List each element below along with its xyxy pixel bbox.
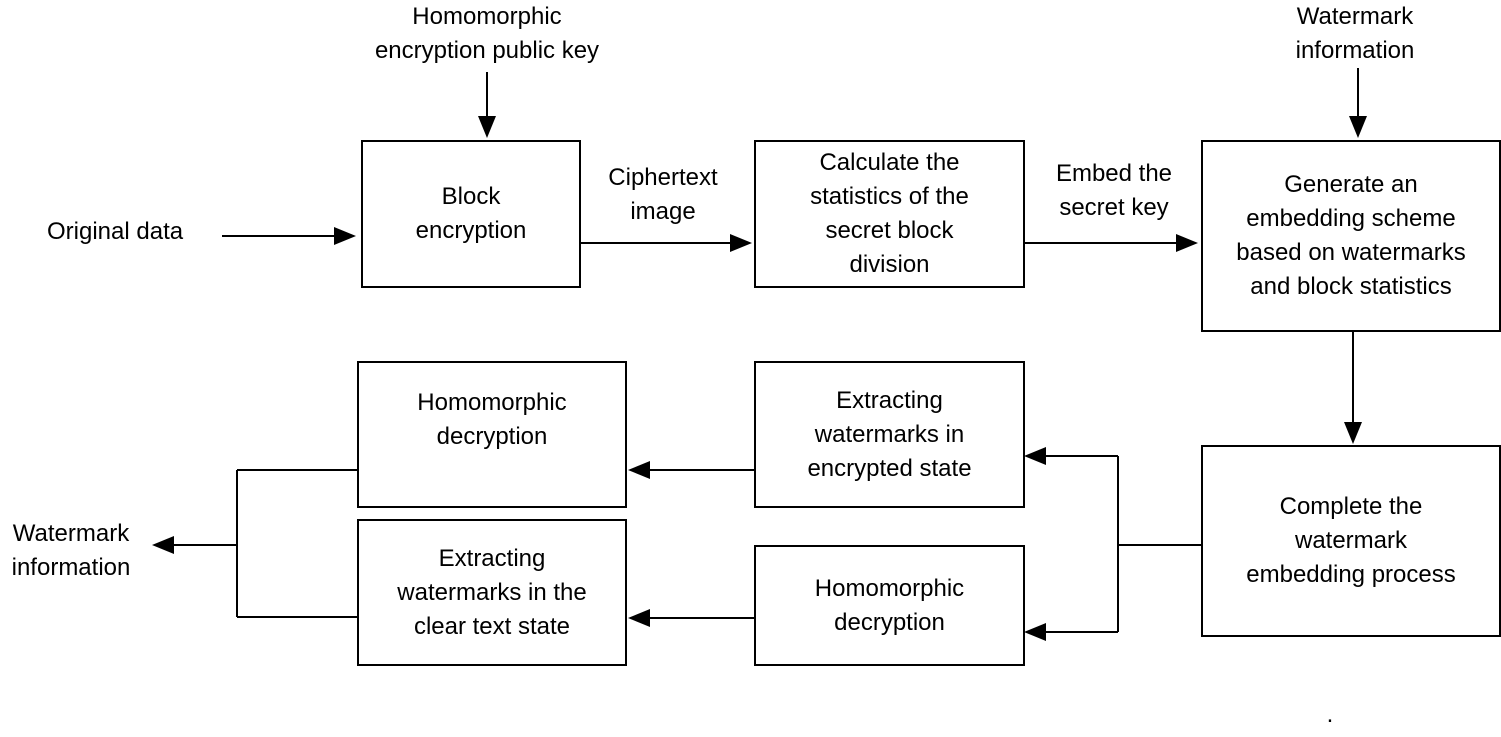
line: Ciphertext [608, 164, 718, 191]
line: Calculate the [819, 149, 960, 176]
arrowhead [1344, 422, 1362, 444]
box-text: Homomorphic decryption [815, 572, 964, 640]
line: division [849, 251, 930, 278]
line: encrypted state [807, 454, 972, 482]
label-ciphertext-image: Ciphertext image [588, 161, 738, 229]
box-generate-embedding-scheme: Generate an embedding scheme based on wa… [1201, 140, 1501, 332]
box-homomorphic-decryption-upper: Homomorphic decryption [357, 361, 627, 508]
line: watermarks in the [397, 578, 587, 606]
line: Extracting [836, 386, 943, 414]
label-watermark-information-output: Watermark information [0, 517, 142, 585]
line: encryption [415, 217, 527, 244]
label-watermark-information-top: Watermark information [1255, 0, 1455, 68]
box-calculate-statistics: Calculate the statistics of the secret b… [754, 140, 1025, 288]
line: decryption [834, 608, 945, 636]
arrowhead [334, 227, 356, 245]
line: watermark [1294, 527, 1408, 554]
box-text: Extracting watermarks in encrypted state [807, 384, 971, 486]
arrowhead [628, 461, 650, 479]
line: based on watermarks [1236, 239, 1466, 266]
line: watermarks in [814, 420, 965, 448]
box-extract-clear-text: Extracting watermarks in the clear text … [357, 519, 627, 666]
arrowhead [478, 116, 496, 138]
line: image [630, 198, 696, 225]
box-text: Extracting watermarks in the clear text … [397, 542, 586, 644]
line: secret block [825, 217, 954, 244]
line: Watermark [12, 520, 130, 547]
box-text: Homomorphic decryption [417, 386, 566, 454]
arrowhead [1176, 234, 1198, 252]
box-extract-encrypted: Extracting watermarks in encrypted state [754, 361, 1025, 508]
line: Homomorphic [412, 3, 562, 30]
line: information [11, 554, 131, 581]
box-complete-embedding: Complete the watermark embedding process [1201, 445, 1501, 637]
label-original-data: Original data [40, 215, 220, 249]
arrowhead [730, 234, 752, 252]
line: Watermark [1296, 3, 1414, 30]
arrowhead [1024, 623, 1046, 641]
line: . [1326, 701, 1334, 728]
line: decryption [436, 422, 548, 450]
line: encryption public key [374, 37, 600, 64]
box-text: Complete the watermark embedding process [1246, 490, 1455, 592]
box-block-encryption: Block encryption [361, 140, 581, 288]
box-homomorphic-decryption-lower: Homomorphic decryption [754, 545, 1025, 666]
line: Homomorphic [814, 574, 965, 602]
arrowhead [628, 609, 650, 627]
line: Block [441, 183, 501, 210]
line: clear text state [413, 612, 571, 640]
footnote-dot: . [1320, 698, 1340, 732]
line: Homomorphic [417, 388, 567, 416]
line: Extracting [438, 544, 546, 572]
box-text: Generate an embedding scheme based on wa… [1236, 168, 1465, 304]
line: Generate an [1284, 171, 1418, 198]
line: embedding scheme [1246, 205, 1456, 232]
line: information [1295, 37, 1415, 64]
label-homomorphic-public-key: Homomorphic encryption public key [337, 0, 637, 68]
line: secret key [1059, 194, 1169, 221]
label-embed-secret-key: Embed the secret key [1034, 157, 1194, 225]
line: Embed the [1055, 160, 1173, 187]
arrowhead [1024, 447, 1046, 465]
line: and block statistics [1250, 273, 1452, 300]
line: Original data [47, 218, 184, 245]
arrowhead [1349, 116, 1367, 138]
line: embedding process [1246, 561, 1456, 588]
line: statistics of the [810, 183, 969, 210]
arrowhead [152, 536, 174, 554]
line: Complete the [1279, 493, 1423, 520]
box-text: Calculate the statistics of the secret b… [810, 146, 969, 282]
box-text: Block encryption [416, 180, 527, 248]
